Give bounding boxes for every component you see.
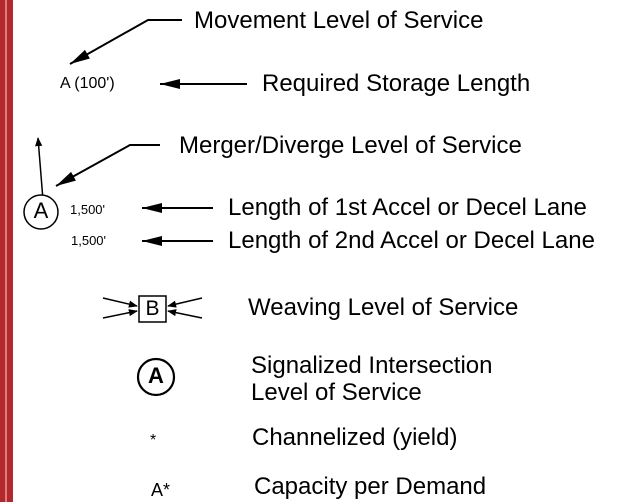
weaving-label: Weaving Level of Service [248, 294, 519, 321]
weaving-symbol [102, 295, 203, 323]
signalized-circle-letter: A [148, 363, 164, 388]
channelized-label: Channelized (yield) [252, 424, 458, 451]
merge-diverge-up-arrow [35, 137, 44, 201]
signalized-label-line2: Level of Service [251, 379, 422, 406]
merge-diverge-leader-arrow [55, 144, 160, 187]
capacity-symbol: A* [151, 480, 171, 500]
storage-label: Required Storage Length [262, 70, 531, 97]
merge-diverge-circle [23, 194, 59, 230]
left-border-highlight [5, 0, 7, 502]
signalized-label-line1: Signalized Intersection [251, 352, 493, 379]
channelized-symbol: * [150, 432, 157, 449]
storage-symbol: A (100') [60, 75, 115, 92]
accel1-value: 1,500' [70, 202, 106, 217]
capacity-label: Capacity per Demand [254, 473, 487, 500]
movement-los-leader-arrow [69, 19, 182, 65]
accel2-value: 1,500' [71, 233, 107, 248]
accel1-label: Length of 1st Accel or Decel Lane [228, 194, 587, 221]
merge-diverge-circle-letter: A [33, 198, 49, 223]
accel2-label: Length of 2nd Accel or Decel Lane [228, 227, 595, 254]
weaving-box-letter: B [145, 297, 160, 320]
left-border-bar [0, 0, 13, 502]
merge-diverge-label: Merger/Diverge Level of Service [179, 132, 522, 159]
movement-los-label: Movement Level of Service [194, 7, 484, 34]
signalized-circle [136, 357, 176, 397]
